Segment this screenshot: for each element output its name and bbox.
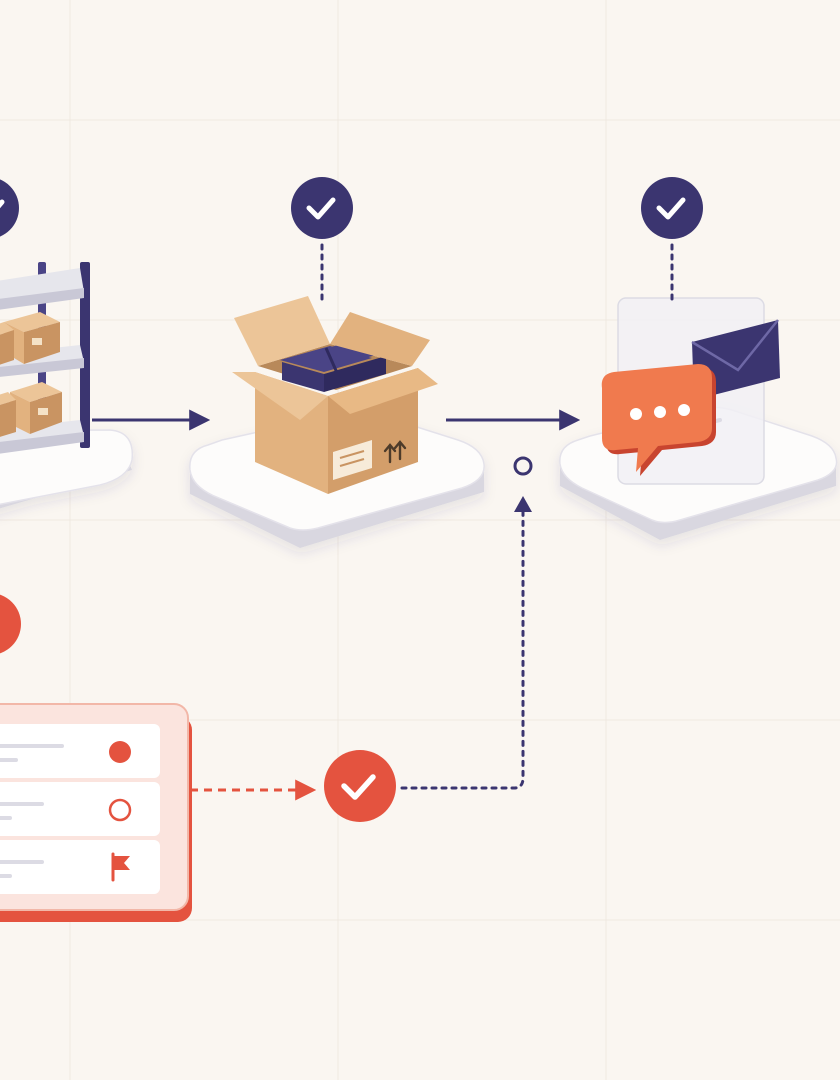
shelf-box — [0, 322, 14, 365]
junction-arrowhead — [514, 496, 532, 512]
open-box-icon — [232, 296, 438, 494]
check-icon — [656, 197, 686, 220]
packing-status-badge — [291, 177, 353, 239]
flag-icon — [111, 852, 130, 882]
warehouse-status-badge — [0, 179, 19, 237]
chat-bubble-icon — [601, 364, 716, 476]
this-side-up-icon — [383, 440, 407, 464]
shelf-box — [0, 392, 16, 437]
resolution-to-junction-connector — [400, 504, 525, 790]
resolution-status-badge — [324, 750, 396, 822]
check-icon — [306, 197, 336, 220]
exception-row — [0, 724, 160, 778]
exception-panel — [0, 703, 192, 922]
filled-dot-icon — [109, 741, 131, 763]
check-icon — [341, 774, 376, 800]
notification-stage — [559, 177, 838, 540]
message-envelope-icon — [601, 297, 780, 485]
junction-node — [513, 456, 533, 476]
exception-stage — [0, 594, 396, 922]
packing-stage — [189, 177, 485, 548]
warehouse-shelf-icon — [0, 262, 90, 454]
warehouse-stage — [0, 179, 134, 509]
exception-alert-badge — [0, 594, 21, 654]
exception-row — [0, 840, 160, 894]
flow-connectors — [92, 409, 581, 790]
notification-status-badge — [641, 177, 703, 239]
exception-row — [0, 782, 160, 836]
empty-circle-icon — [108, 798, 132, 822]
shelf-box — [10, 382, 62, 434]
